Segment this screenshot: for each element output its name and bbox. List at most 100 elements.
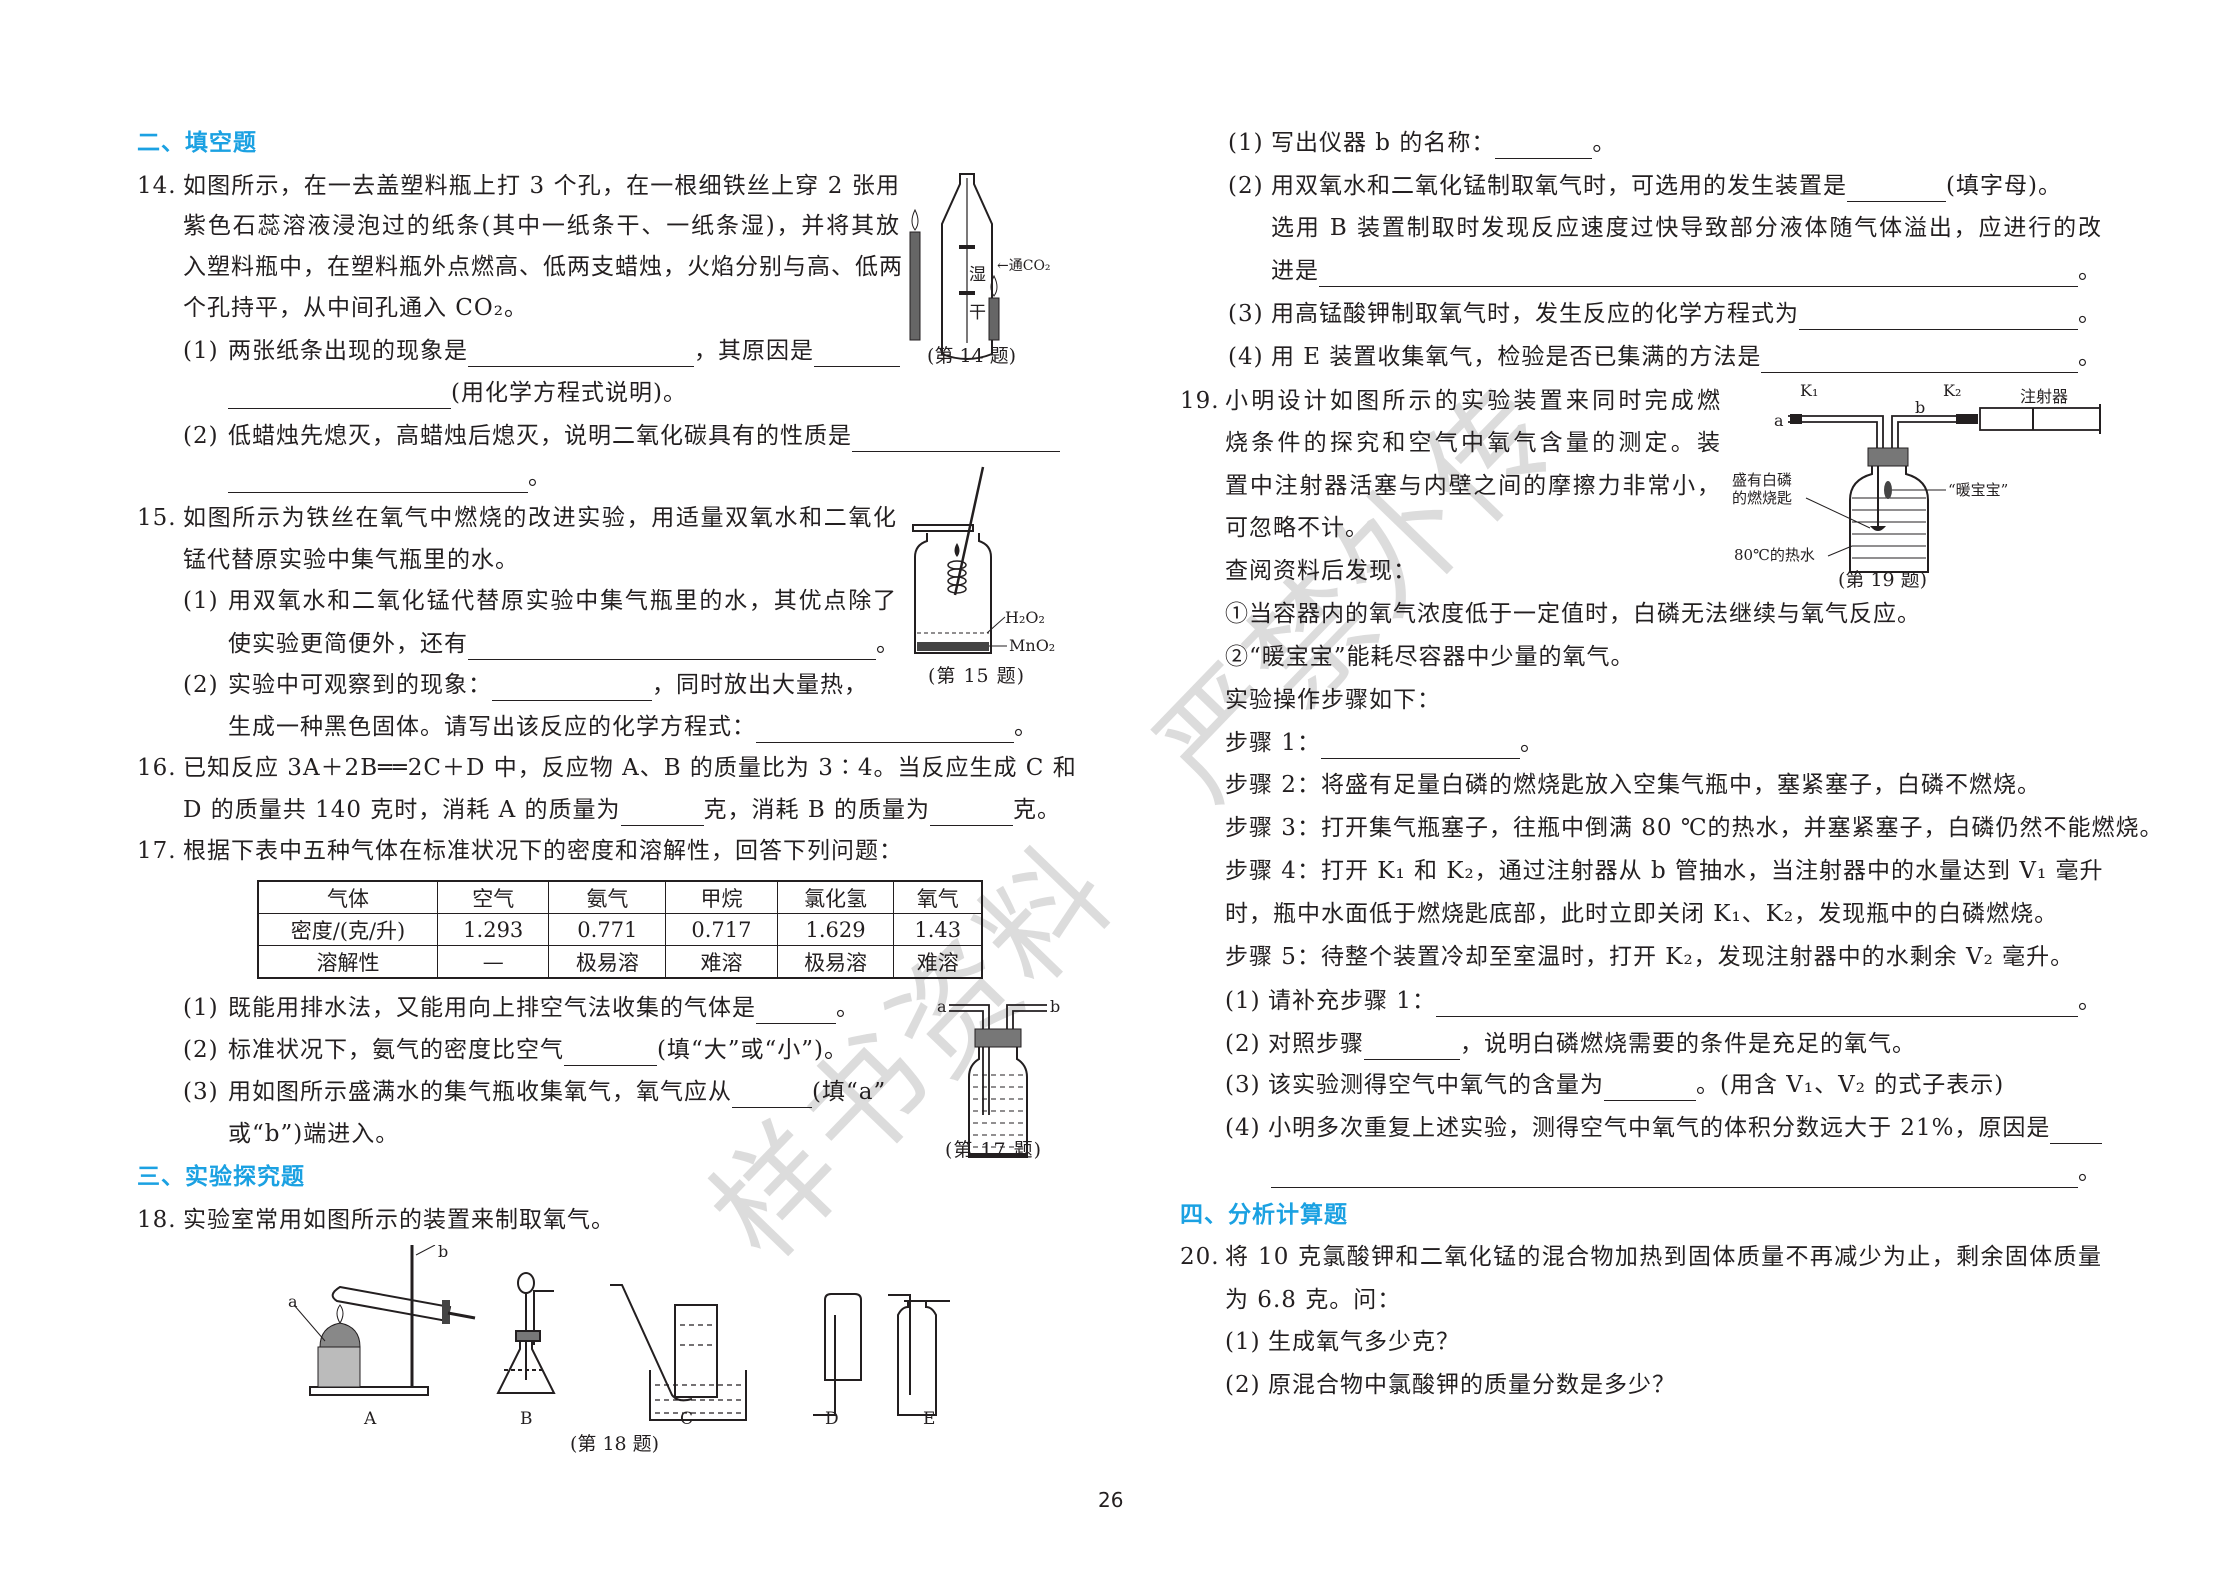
answer-blank bbox=[620, 799, 704, 826]
label-a: a bbox=[288, 1292, 298, 1311]
step-text: 步骤 4：打开 K₁ 和 K₂，通过注射器从 b 管抽水，当注射器中的水量达到 … bbox=[1225, 858, 2104, 884]
q15-part2-text: 实验中可观察到的现象： bbox=[228, 672, 492, 698]
label-mno2: MnO₂ bbox=[1009, 636, 1055, 655]
answer-blank bbox=[852, 425, 1060, 452]
q20-part2-text: 原混合物中氯酸钾的质量分数是多少？ bbox=[1268, 1372, 1676, 1398]
question-number: 15. bbox=[137, 505, 177, 531]
syringe bbox=[1979, 407, 2101, 431]
sub-number: (1) bbox=[1228, 130, 1264, 156]
hot-water bbox=[1852, 497, 1926, 559]
q20-part1-text: 生成氧气多少克？ bbox=[1268, 1329, 1460, 1355]
q14-text: 个孔持平，从中间孔通入 CO₂。 bbox=[183, 295, 528, 321]
table-cell: 极易溶 bbox=[776, 945, 895, 979]
label-h2o2: H₂O₂ bbox=[1005, 608, 1045, 627]
table-cell: — bbox=[436, 945, 550, 979]
sub-number: (1) bbox=[183, 588, 219, 614]
dry-paper-strip bbox=[959, 291, 975, 295]
q19-line: 置中注射器活塞与内壁之间的摩擦力非常小， bbox=[1225, 470, 1721, 502]
q18-part4-text: 用 E 装置收集氧气，检验是否已集满的方法是 bbox=[1271, 344, 1762, 370]
mno2-solid bbox=[917, 642, 989, 651]
figure-caption: (第 15 题) bbox=[928, 665, 1026, 687]
q19-finding: ②“暖宝宝”能耗尽容器中少量的氧气。 bbox=[1225, 644, 1635, 670]
answer-blank bbox=[1319, 260, 2078, 287]
q19-steps-intro: 实验操作步骤如下： bbox=[1225, 687, 1441, 713]
answer-blank bbox=[492, 674, 652, 701]
q18-part2-text: 选用 B 装置制取时发现反应速度过快导致部分液体随气体溢出，应进行的改 bbox=[1271, 215, 2102, 241]
q14-line: 紫色石蕊溶液浸泡过的纸条(其中一纸条干、一纸条湿)，并将其放 bbox=[183, 210, 900, 242]
q20-text: 将 10 克氯酸钾和二氧化锰的混合物加热到固体质量不再减少为止，剩余固体质量 bbox=[1225, 1244, 2102, 1270]
q15-part1: 用双氧水和二氧化锰代替原实验中集气瓶里的水，其优点除了 bbox=[228, 585, 897, 617]
wet-paper-strip bbox=[959, 245, 975, 249]
figure-q15-iron-combustion: H₂O₂ MnO₂ bbox=[912, 466, 1055, 655]
figure-q18-apparatus: b a A B C D E (第 18 题) bbox=[288, 1245, 950, 1455]
gas-properties-table: 气体 空气 氨气 甲烷 氯化氢 氧气 密度/(克/升) 1.293 0.771 … bbox=[257, 880, 983, 979]
step-label: 步骤 1： bbox=[1225, 730, 1321, 756]
q14-part1-text: (用化学方程式说明)。 bbox=[451, 380, 687, 406]
figure-q19-apparatus: K₁ K₂ a b 注射器 盛有白磷 的燃烧匙 “暖宝宝” 80℃的热水 (第 … bbox=[1732, 381, 2101, 591]
step-text: 步骤 3：打开集气瓶塞子，往瓶中倒满 80 ℃的热水，并塞紧塞子，白磷仍然不能燃… bbox=[1225, 815, 2164, 841]
label-apparatus-e: E bbox=[923, 1409, 935, 1429]
answer-blank bbox=[756, 997, 836, 1024]
sub-number: (3) bbox=[1228, 301, 1264, 327]
label-hot-water: 80℃的热水 bbox=[1734, 546, 1815, 564]
table-cell: 1.293 bbox=[436, 913, 550, 946]
tube-a bbox=[1788, 415, 1884, 456]
answer-blank bbox=[1271, 1161, 2078, 1188]
figure-q17-gas-bottle: a b bbox=[937, 997, 1060, 1158]
iron-wire bbox=[953, 466, 985, 596]
clamp-k2 bbox=[1956, 414, 1978, 424]
apparatus-d bbox=[813, 1293, 862, 1416]
q14-part1-cont: (用化学方程式说明)。 bbox=[228, 377, 687, 409]
answer-blank bbox=[1799, 303, 2078, 330]
question-number: 16. bbox=[137, 755, 177, 781]
period: 。 bbox=[2078, 1159, 2102, 1185]
q19-part4-text: 小明多次重复上述实验，测得空气中氧气的体积分数远大于 21%，原因是 bbox=[1268, 1115, 2051, 1141]
sub-number: (2) bbox=[1228, 173, 1264, 199]
question-number: 19. bbox=[1180, 388, 1220, 414]
q19-line: 小明设计如图所示的实验装置来同时完成燃 bbox=[1225, 385, 1721, 417]
q18-part2-text: 进是 bbox=[1271, 258, 1319, 284]
flame-icon bbox=[990, 274, 998, 297]
label-k1: K₁ bbox=[1800, 381, 1818, 400]
label-apparatus-a: A bbox=[363, 1409, 377, 1429]
answer-blank bbox=[1320, 732, 1520, 759]
table-header: 甲烷 bbox=[665, 880, 778, 914]
q18-part4: 用 E 装置收集氧气，检验是否已集满的方法是。 bbox=[1271, 341, 2102, 373]
q19-part2-text: ，说明白磷燃烧需要的条件是充足的氧气。 bbox=[1460, 1031, 1916, 1057]
apparatus-c bbox=[610, 1284, 747, 1421]
q17-part2: 标准状况下，氨气的密度比空气(填“大”或“小”)。 bbox=[228, 1034, 848, 1066]
answer-blank bbox=[228, 382, 451, 409]
question-number: 18. bbox=[137, 1207, 177, 1233]
q19-line: 烧条件的探究和空气中氧气含量的测定。装 bbox=[1225, 427, 1721, 459]
q19-text: 查阅资料后发现： bbox=[1225, 558, 1417, 584]
table-header-row: 气体 空气 氨气 甲烷 氯化氢 氧气 bbox=[257, 880, 983, 914]
label-hand-warmer: “暖宝宝” bbox=[1948, 481, 2008, 499]
q15-part2-text: 生成一种黑色固体。请写出该反应的化学方程式： bbox=[228, 714, 756, 740]
q19-part3-text: 。(用含 V₁、V₂ 的式子表示) bbox=[1696, 1072, 2005, 1098]
phosphorus bbox=[1870, 526, 1886, 531]
table-cell: 极易溶 bbox=[548, 945, 667, 979]
answer-blank bbox=[930, 799, 1014, 826]
q14-part2-cont: 。 bbox=[228, 461, 552, 493]
gas-jar bbox=[1849, 466, 1929, 573]
q16-text: 已知反应 3A＋2B══2C＋D 中，反应物 A、B 的质量比为 3∶4。当反应… bbox=[183, 755, 1077, 781]
q15-text: 如图所示为铁丝在氧气中燃烧的改进实验，用适量双氧水和二氧化 bbox=[183, 505, 897, 531]
period: 。 bbox=[1592, 130, 1617, 156]
q15-part2: 实验中可观察到的现象：，同时放出大量热， bbox=[228, 669, 868, 701]
table-cell: 难溶 bbox=[665, 945, 778, 979]
answer-blank bbox=[814, 340, 900, 367]
period: 。 bbox=[1014, 714, 1038, 740]
table-cell: 0.717 bbox=[665, 913, 778, 946]
q18-part2-line: 选用 B 装置制取时发现反应速度过快导致部分液体随气体溢出，应进行的改 bbox=[1271, 212, 2102, 244]
label-b: b bbox=[1915, 398, 1925, 417]
q15-part2-cont: 生成一种黑色固体。请写出该反应的化学方程式： 。 bbox=[228, 711, 1038, 743]
q19-text: 烧条件的探究和空气中氧气含量的测定。装 bbox=[1225, 430, 1721, 456]
question-number: 14. bbox=[137, 173, 177, 199]
answer-blank bbox=[2050, 1117, 2102, 1144]
q19-part1: 请补充步骤 1：。 bbox=[1268, 985, 2102, 1017]
period: 。 bbox=[528, 464, 552, 490]
q14-part1: 两张纸条出现的现象是 ，其原因是 bbox=[228, 335, 900, 367]
apparatus-b bbox=[496, 1272, 556, 1394]
sub-number: (2) bbox=[1225, 1372, 1261, 1398]
q19-step-4: 步骤 4：打开 K₁ 和 K₂，通过注射器从 b 管抽水，当注射器中的水量达到 … bbox=[1225, 855, 2102, 887]
